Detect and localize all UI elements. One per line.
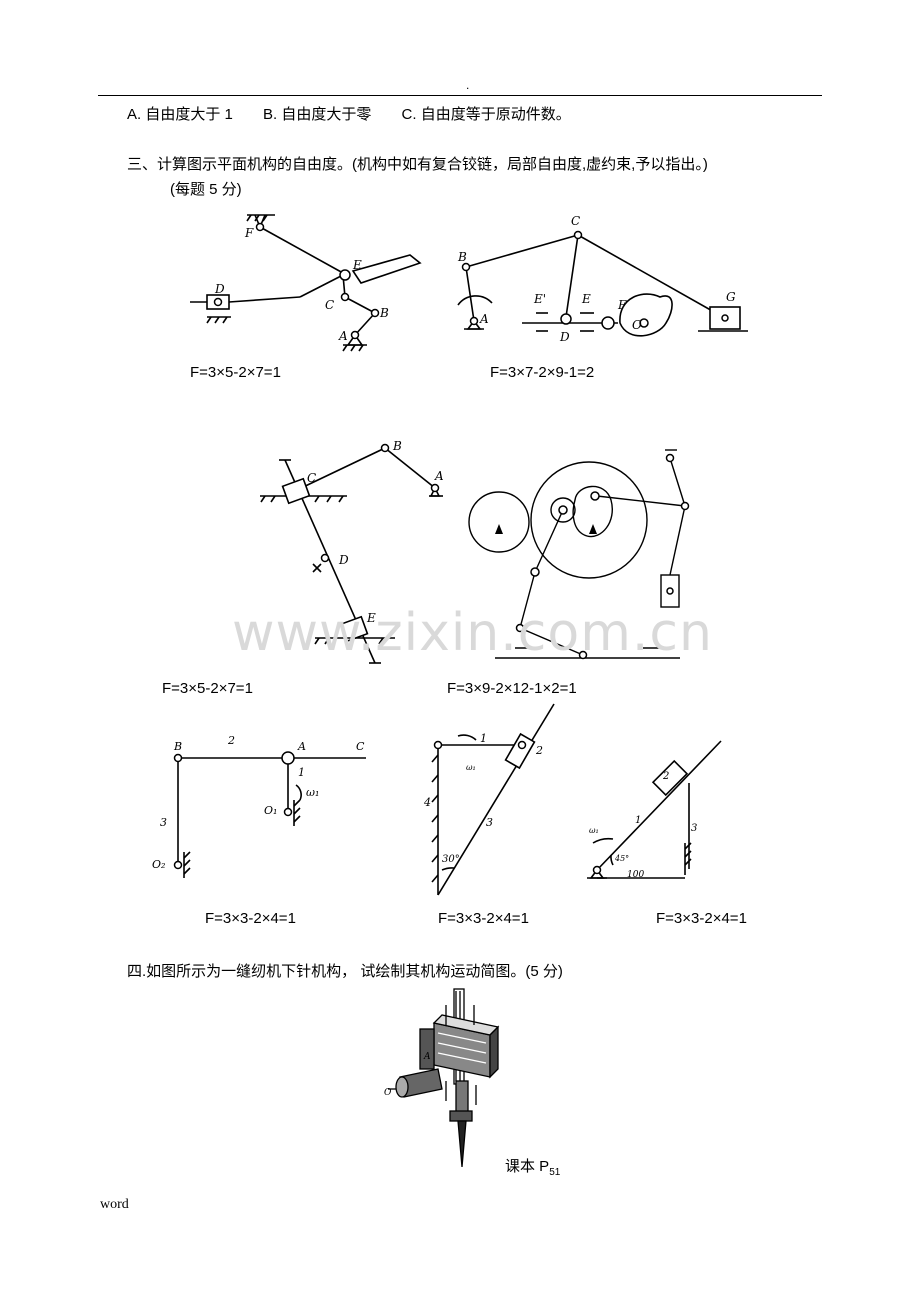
mechanism-figure-1: F E D C B A [190, 214, 422, 352]
fig6-label-angle: 30° [442, 854, 460, 865]
fig1-label-f: F [244, 226, 254, 240]
fig5-label-o2: O₂ [152, 858, 165, 871]
options-line: A. 自由度大于 1 B. 自由度大于零 C. 自由度等于原动件数。 [127, 103, 597, 124]
fig6-label-1: 1 [480, 732, 487, 745]
section4-title: 四.如图所示为一缝纫机下针机构， 试绘制其机构运动简图。(5 分) [127, 963, 563, 980]
section3-points: (每题 5 分) [170, 181, 242, 198]
fig3-label-e: E [366, 611, 376, 625]
fig6-label-omega: ω₁ [466, 763, 476, 772]
fig1-label-c: C [325, 298, 334, 312]
mechanism-figure-7: 2 1 3 ω₁ 45° 100 [587, 740, 722, 880]
footer-word: word [100, 1197, 129, 1212]
fig7-label-angle: 45° [614, 854, 629, 863]
fig2-label-e: E [581, 292, 591, 306]
fig6-label-4: 4 [423, 796, 431, 809]
fig2-label-o: O [632, 318, 642, 332]
textbook-reference-text: 课本 P [505, 1158, 550, 1175]
formula-4: F=3×9-2×12-1×2=1 [447, 680, 577, 697]
fig2-label-c: C [571, 214, 580, 228]
fig7-label-omega: ω₁ [589, 826, 599, 835]
fig7-label-3: 3 [691, 823, 697, 834]
sewing-label-o: O [384, 1088, 392, 1098]
mechanism-figure-5: B 2 A C 1 ω₁ O₁ 3 O₂ [152, 734, 366, 878]
fig5-label-c: C [356, 740, 365, 753]
header-rule [98, 95, 822, 96]
textbook-reference-page: 51 [549, 1167, 561, 1178]
fig5-label-b: B [173, 740, 182, 753]
fig7-label-100: 100 [627, 870, 644, 880]
fig7-label-1: 1 [635, 815, 641, 826]
option-c: C. 自由度等于原动件数。 [401, 106, 571, 123]
fig3-label-b: B [392, 439, 402, 453]
fig1-label-a: A [338, 329, 348, 343]
option-a: A. 自由度大于 1 [127, 106, 233, 123]
fig5-label-a: A [297, 740, 306, 753]
formula-3: F=3×5-2×7=1 [162, 680, 253, 697]
section3-title: 三、计算图示平面机构的自由度。(机构中如有复合铰链，局部自由度,虚约束,予以指出… [127, 156, 708, 173]
fig5-label-omega: ω₁ [306, 786, 319, 799]
mechanism-figure-6: 1 2 ω₁ 4 3 30° [423, 703, 555, 896]
fig2-label-a: A [479, 312, 489, 326]
header-dot: . [466, 78, 470, 92]
formula-2: F=3×7-2×9-1=2 [490, 364, 595, 381]
fig6-label-3: 3 [486, 816, 493, 829]
watermark: www.zixin.com.cn [232, 603, 713, 663]
fig3-label-a: A [434, 469, 444, 483]
sewing-label-a: A [423, 1052, 431, 1062]
fig5-label-2: 2 [227, 734, 235, 747]
fig7-label-2: 2 [662, 771, 669, 782]
fig5-label-o1: O₁ [264, 804, 277, 817]
mechanism-figure-2: C B A E' E F D O G [457, 214, 748, 344]
fig1-label-b: B [379, 306, 389, 320]
formula-5: F=3×3-2×4=1 [205, 910, 296, 927]
option-b: B. 自由度大于零 [263, 106, 372, 123]
fig5-label-3: 3 [160, 816, 167, 829]
formula-7: F=3×3-2×4=1 [656, 910, 747, 927]
mechanism-figure-3: B A C D E [260, 439, 444, 664]
mechanism-figure-4 [468, 449, 690, 660]
textbook-reference: 课本 P51 [505, 1155, 560, 1178]
fig2-label-d: D [559, 330, 570, 344]
fig1-label-d: D [214, 282, 225, 296]
fig3-label-d: D [338, 553, 349, 567]
fig2-label-f: F [617, 298, 627, 312]
fig2-label-b: B [457, 250, 467, 264]
sewing-mechanism-figure: A O [384, 988, 500, 1168]
fig1-label-e: E [352, 258, 362, 272]
fig3-label-c: C [307, 471, 316, 485]
fig2-label-e-prime: E' [533, 292, 546, 306]
formula-6: F=3×3-2×4=1 [438, 910, 529, 927]
fig5-label-1: 1 [298, 766, 305, 779]
fig2-label-g: G [726, 290, 736, 304]
formula-1: F=3×5-2×7=1 [190, 364, 281, 381]
fig6-label-2: 2 [535, 744, 543, 757]
